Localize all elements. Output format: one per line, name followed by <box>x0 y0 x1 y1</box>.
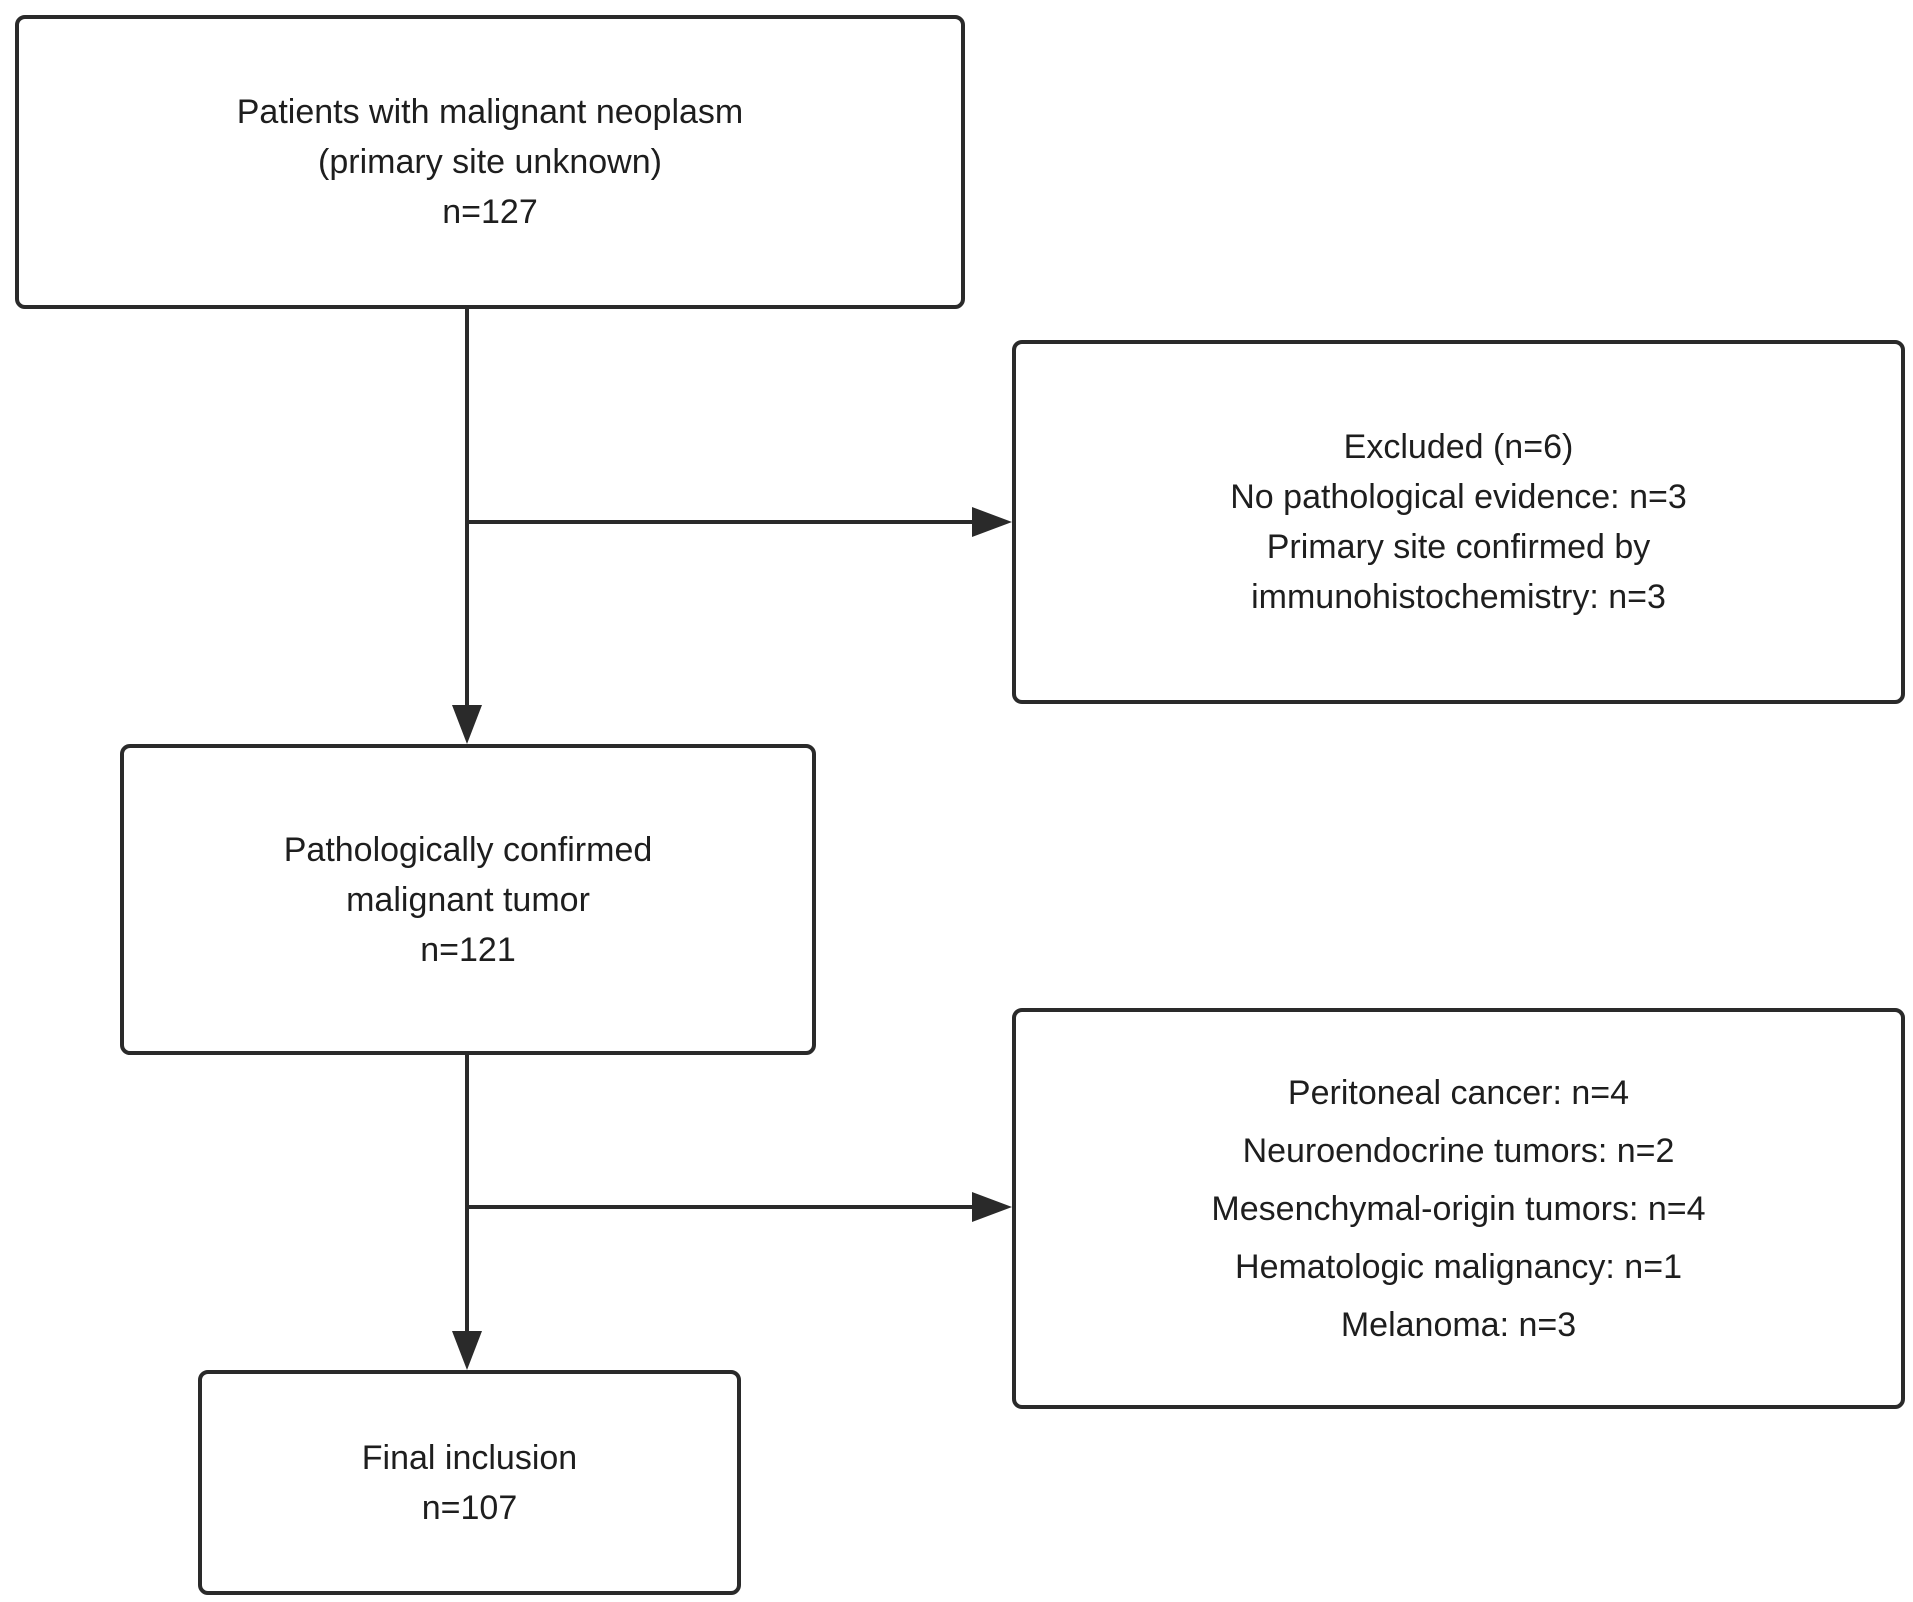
box-text-line: Excluded (n=6) <box>1343 428 1574 466</box>
box-text-line: Hematologic malignancy: n=1 <box>1235 1247 1682 1286</box>
box-text-line: Neuroendocrine tumors: n=2 <box>1242 1131 1675 1170</box>
box-count: n=107 <box>421 1488 518 1527</box>
box-final-inclusion: Final inclusion n=107 <box>198 1370 741 1595</box>
box-text-line: Melanoma: n=3 <box>1340 1305 1577 1344</box>
box-text-line: immunohistochemistry: n=3 <box>1251 578 1666 616</box>
arrowhead-down-icon <box>452 705 482 744</box>
box-excluded: Excluded (n=6) No pathological evidence:… <box>1012 340 1905 704</box>
box-text-line: Peritoneal cancer: n=4 <box>1287 1073 1630 1112</box>
box-other-tumor-types: Peritoneal cancer: n=4 Neuroendocrine tu… <box>1012 1008 1905 1409</box>
box-text-line: Mesenchymal-origin tumors: n=4 <box>1211 1189 1706 1228</box>
box-text-line: Primary site confirmed by <box>1266 528 1651 566</box>
arrowhead-right-icon <box>972 507 1012 537</box>
box-text-line: malignant tumor <box>346 880 590 919</box>
box-pathologically-confirmed: Pathologically confirmed malignant tumor… <box>120 744 816 1055</box>
box-count: n=127 <box>442 193 538 231</box>
box-text-line: Pathologically confirmed <box>283 830 653 869</box>
box-count: n=121 <box>420 930 516 969</box>
box-text-line: Patients with malignant neoplasm <box>236 93 744 131</box>
box-patients-with-malignant-neoplasm: Patients with malignant neoplasm (primar… <box>15 15 965 309</box>
box-text-line: Final inclusion <box>361 1438 578 1477</box>
arrowhead-right-icon <box>972 1192 1012 1222</box>
arrowhead-down-icon <box>452 1331 482 1370</box>
box-text-line: No pathological evidence: n=3 <box>1230 478 1687 516</box>
box-text-line: (primary site unknown) <box>318 143 662 181</box>
